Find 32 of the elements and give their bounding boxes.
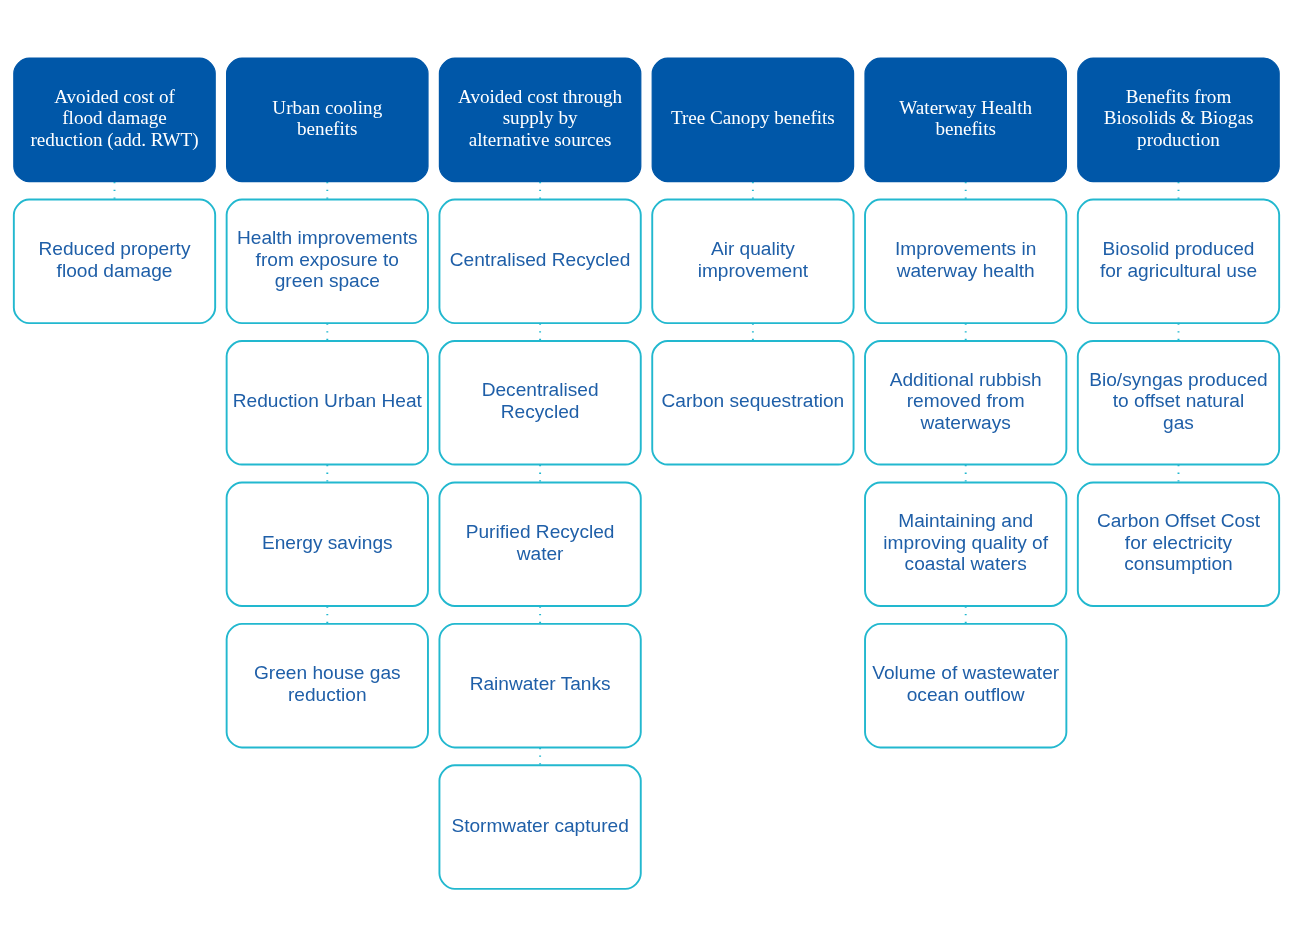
node-box: Green house gas reduction xyxy=(225,622,429,748)
node-box: Avoided cost of flood damage reduction (add. RWT) xyxy=(13,56,216,182)
connector xyxy=(326,180,329,200)
node-box: Waterway Health benefits xyxy=(864,56,1067,182)
node-box: Additional rubbish removed from waterways xyxy=(864,339,1068,466)
node-box: Purified Recycled water xyxy=(438,480,642,607)
node-box: Benefits from Biosolids & Biogas production xyxy=(1077,56,1280,182)
node-box: Energy savings xyxy=(225,480,429,607)
node-box: Carbon Offset Cost for electricity consumption xyxy=(1076,480,1281,607)
connector xyxy=(539,463,542,483)
node-box: Urban cooling benefits xyxy=(226,56,429,182)
node-box: Reduced property flood damage xyxy=(12,198,217,324)
node-box: Volume of wastewater ocean outflow xyxy=(864,622,1068,748)
connector xyxy=(751,180,754,200)
node-box: Stormwater captured xyxy=(438,763,642,890)
node-box: Decentralised Recycled xyxy=(438,339,642,466)
node-box: Reduction Urban Heat xyxy=(225,339,429,466)
node-box: Centralised Recycled xyxy=(438,198,642,324)
connector xyxy=(964,180,967,200)
node-box: Tree Canopy benefits xyxy=(651,56,855,182)
node-box: Avoided cost through supply by alternative sources xyxy=(438,56,642,182)
node-box: Biosolid produced for agricultural use xyxy=(1076,198,1281,324)
node-box: Air quality improvement xyxy=(651,198,855,324)
connector xyxy=(964,463,967,483)
node-box: Bio/syngas produced to offset natural gas xyxy=(1076,339,1281,466)
connector xyxy=(539,180,542,200)
node-box: Improvements in waterway health xyxy=(864,198,1068,324)
node-box: Rainwater Tanks xyxy=(438,622,642,748)
connector xyxy=(326,463,329,483)
node-box: Carbon sequestration xyxy=(651,339,855,466)
node-box: Health improvements from exposure to green space xyxy=(225,198,429,324)
node-box: Maintaining and improving quality of coastal waters xyxy=(864,480,1068,607)
